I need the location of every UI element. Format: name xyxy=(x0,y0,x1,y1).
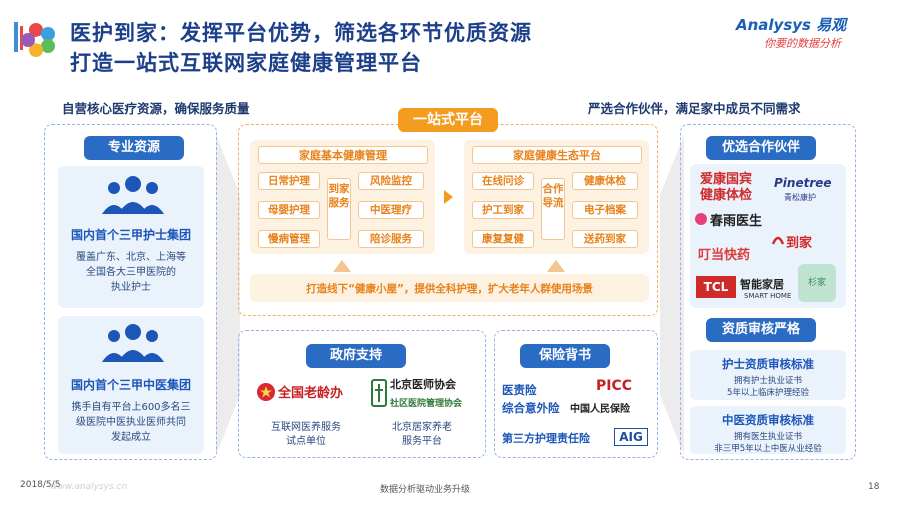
eco-right-item-2: 电子档案 xyxy=(572,201,638,219)
eco-right-item-1: 健康体检 xyxy=(572,172,638,190)
eco-mid-label: 合作导流 xyxy=(541,178,565,240)
doctor-group-icon xyxy=(102,324,164,362)
tcm-review-desc-1: 拥有医生执业证书 xyxy=(733,432,802,442)
insurance-label: 保险背书 xyxy=(520,344,610,368)
footer-watermark: www.analysys.cn xyxy=(50,482,128,492)
partners-label: 优选合作伙伴 xyxy=(706,136,816,160)
right-caption: 严选合作伙伴，满足家中成员不同需求 xyxy=(588,101,801,116)
tcm-group-desc-2: 级医院中医执业医师共同 xyxy=(76,417,186,428)
partner-pinetree: Pinetree xyxy=(774,176,832,190)
ins-line1: 医责险 xyxy=(502,383,537,397)
health-house-banner xyxy=(250,274,649,302)
tcm-review-card xyxy=(690,406,846,454)
picc-sub: 中国人民保险 xyxy=(570,404,630,415)
nurse-group-desc-3: 执业护士 xyxy=(111,282,151,293)
page-title-line2: 打造一站式互联网家庭健康管理平台 xyxy=(70,51,422,75)
basic-right-item-3: 陪诊服务 xyxy=(358,230,424,248)
gov-logo2-name: 北京医师协会 xyxy=(390,378,456,391)
partner-aikang-sub: 健康体检 xyxy=(700,188,753,203)
review-label: 资质审核严格 xyxy=(706,318,816,342)
nurse-review-desc-1: 拥有护士执业证书 xyxy=(733,376,802,386)
insurance-panel xyxy=(494,330,658,458)
gov-label: 政府支持 xyxy=(306,344,406,368)
partner-pinetree-sub: 青松康护 xyxy=(784,193,816,202)
partner-daojia: 到家 xyxy=(786,236,813,251)
tcm-review-desc-2: 非三甲5年以上中医从业经验 xyxy=(714,444,822,454)
left-caption: 自营核心医疗资源，确保服务质量 xyxy=(62,101,250,116)
tcm-group-desc-3: 发起成立 xyxy=(111,432,151,443)
basic-mid-label: 到家服务 xyxy=(327,178,351,240)
partner-chunyu: 春雨医生 xyxy=(710,214,763,229)
left-panel xyxy=(44,124,217,460)
eco-right-item-3: 送药到家 xyxy=(572,230,638,248)
gov-logo2-desc-2: 服务平台 xyxy=(402,436,442,447)
center-arrow-icon xyxy=(444,190,453,204)
right-panel xyxy=(680,124,856,460)
partner-aikang: 爱康国宾 xyxy=(700,172,753,187)
nurse-review-card xyxy=(690,350,846,400)
eco-left-item-3: 康复复健 xyxy=(472,230,534,248)
right-chevron-icon xyxy=(660,135,684,455)
gov-logo1-name: 全国老龄办 xyxy=(278,386,344,401)
left-chevron-icon xyxy=(216,135,240,455)
basic-left-item-3: 慢病管理 xyxy=(258,230,320,248)
platform-label: 一站式平台 xyxy=(398,108,498,132)
partner-smarthome: 智能家居 xyxy=(740,278,784,291)
basic-health-title: 家庭基本健康管理 xyxy=(258,146,428,164)
nurse-review-title: 护士资质审核标准 xyxy=(722,357,814,371)
chunyu-icon xyxy=(695,213,707,225)
ins-line3: 第三方护理责任险 xyxy=(502,432,590,445)
up-arrow-icon-right xyxy=(547,260,565,272)
picc-logo: PICC xyxy=(596,378,633,394)
page-number: 18 xyxy=(868,482,880,492)
brand-slogan: 你要的数据分析 xyxy=(764,37,841,50)
physician-assoc-icon xyxy=(371,379,387,407)
tcm-review-title: 中医资质审核标准 xyxy=(722,413,814,427)
health-house-text: 打造线下“健康小屋”，提供全科护理，扩大老年人群使用场景 xyxy=(306,283,593,295)
national-emblem-icon xyxy=(257,383,275,401)
nurse-group-icon xyxy=(102,176,164,214)
tcm-group-desc-1: 携手自有平台上600多名三 xyxy=(71,402,191,413)
footer-center: 数据分析驱动业务升级 xyxy=(380,485,471,495)
partner-shanjia: 杉家 xyxy=(798,264,836,302)
up-arrow-icon-left xyxy=(333,260,351,272)
nurse-group-title: 国内首个三甲护士集团 xyxy=(70,228,191,242)
ins-line2: 综合意外险 xyxy=(502,401,560,415)
partner-dingdang: 叮当快药 xyxy=(698,248,751,263)
nurse-group-desc-1: 覆盖广东、北京、上海等 xyxy=(76,252,186,263)
eco-left-item-2: 护工到家 xyxy=(472,201,534,219)
header-logo-icon xyxy=(14,16,60,62)
brand-logo: Analysys 易观 你要的数据分析 xyxy=(736,14,886,51)
basic-right-item-1: 风险监控 xyxy=(358,172,424,190)
gov-logo2-desc-1: 北京居家养老 xyxy=(392,422,452,433)
daojia-icon xyxy=(771,236,785,245)
left-panel-label: 专业资源 xyxy=(84,136,184,160)
brand-name: Analysys 易观 xyxy=(736,16,847,34)
gov-logo1-desc-2: 试点单位 xyxy=(286,436,326,447)
gov-logo2-sub: 社区医院管理协会 xyxy=(390,399,463,409)
eco-platform-title: 家庭健康生态平台 xyxy=(472,146,642,164)
eco-left-item-1: 在线问诊 xyxy=(472,172,534,190)
partner-smarthome-sub: SMART HOME xyxy=(744,292,792,300)
gov-logo1-desc-1: 互联网医养服务 xyxy=(271,422,341,433)
basic-left-item-2: 母婴护理 xyxy=(258,201,320,219)
nurse-review-desc-2: 5年以上临床护理经验 xyxy=(727,388,809,398)
basic-left-item-1: 日常护理 xyxy=(258,172,320,190)
aig-logo: AIG xyxy=(614,428,648,446)
gov-panel xyxy=(238,330,486,458)
page-title-line1: 医护到家：发挥平台优势，筛选各环节优质资源 xyxy=(70,21,532,45)
basic-right-item-2: 中医理疗 xyxy=(358,201,424,219)
footer-date: 2018/5/5 xyxy=(20,480,61,490)
tcm-group-title: 国内首个三甲中医集团 xyxy=(70,378,191,392)
tcl-logo: TCL xyxy=(696,276,736,298)
nurse-group-desc-2: 全国各大三甲医院的 xyxy=(86,267,176,278)
